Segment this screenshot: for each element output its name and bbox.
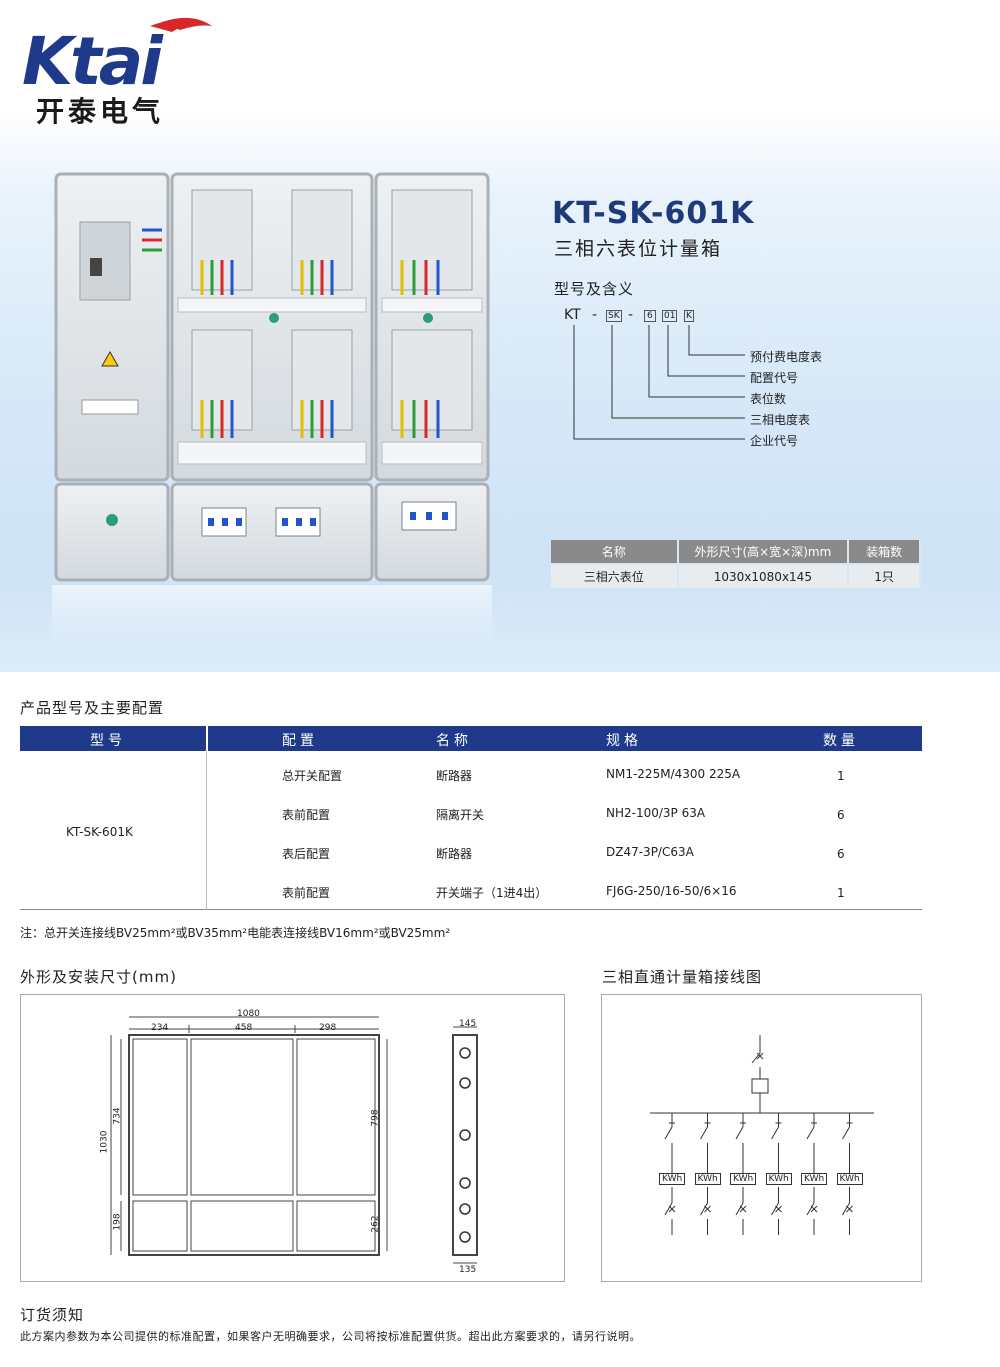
kwh-meter-label: KWh — [836, 1173, 863, 1185]
meaning-config-code: 配置代号 — [750, 371, 799, 385]
kwh-meter-label: KWh — [765, 1173, 792, 1185]
meaning-company-code: 企业代号 — [750, 434, 799, 448]
ktai-logo: Ktai — [22, 17, 212, 100]
dim-depth-bottom: 135 — [459, 1265, 477, 1275]
row4-spec: FJ6G-250/16-50/6×16 — [606, 884, 737, 898]
spec-header-name: 名称 — [551, 540, 679, 564]
dim-width-total: 1080 — [237, 1009, 260, 1019]
wiring-note: 注：总开关连接线BV25mm²或BV35mm²电能表连接线BV16mm²或BV2… — [20, 926, 451, 940]
header-spec: 规格 — [606, 733, 642, 749]
dim-w2: 458 — [235, 1023, 253, 1033]
spec-summary-table: 名称 外形尺寸(高×宽×深)mm 装箱数 三相六表位 1030x1080x145… — [551, 540, 921, 588]
config-model-cell: KT-SK-601K — [66, 825, 133, 839]
config-table: 型号 配置 名称 规格 数量 KT-SK-601K 总开关配置 断路器 NM1-… — [20, 726, 922, 910]
kwh-meter-label: KWh — [730, 1173, 757, 1185]
code-leader-lines — [573, 325, 745, 440]
dimension-drawing — [110, 1016, 478, 1264]
product-subtitle: 三相六表位计量箱 — [554, 238, 723, 260]
row3-config: 表后配置 — [282, 847, 331, 861]
order-notice-text: 此方案内参数为本公司提供的标准配置，如果客户无明确要求，公司将按标准配置供货。超… — [20, 1330, 641, 1343]
row4-config: 表前配置 — [282, 886, 331, 900]
dim-w3: 298 — [319, 1023, 337, 1033]
code-box-01: 01 — [662, 310, 678, 322]
dim-h-upper-right: 798 — [370, 1109, 381, 1127]
dim-w1: 234 — [151, 1023, 169, 1033]
brand-name-cn: 开泰电气 — [36, 95, 165, 128]
spec-header-size: 外形尺寸(高×宽×深)mm — [677, 540, 850, 564]
dim-height-total: 1030 — [99, 1130, 110, 1154]
dim-h-upper-left: 734 — [112, 1107, 123, 1125]
spec-cell-name: 三相六表位 — [551, 563, 679, 588]
row2-name: 隔离开关 — [436, 808, 485, 822]
wiring-title: 三相直通计量箱接线图 — [602, 968, 763, 986]
row2-config: 表前配置 — [282, 808, 331, 822]
header-config: 配置 — [282, 733, 318, 749]
model-meaning-heading: 型号及含义 — [554, 280, 635, 298]
kwh-meter-label: KWh — [659, 1173, 686, 1185]
spec-header-qty: 装箱数 — [848, 540, 921, 564]
config-section-title: 产品型号及主要配置 — [20, 699, 165, 717]
row3-spec: DZ47-3P/C63A — [606, 845, 694, 859]
dimension-drawing-panel: 1080 234 458 298 1030 734 198 798 262 14… — [20, 994, 565, 1282]
row1-spec: NM1-225M/4300 225A — [606, 767, 741, 781]
row4-name: 开关端子（1进4出） — [436, 886, 548, 900]
dimensions-title: 外形及安装尺寸(mm) — [20, 968, 177, 986]
code-dash: - — [628, 307, 634, 323]
code-box-k: K — [684, 310, 694, 322]
kwh-meter-label: KWh — [694, 1173, 721, 1185]
row4-qty: 1 — [837, 886, 845, 900]
code-box-6: 6 — [644, 310, 656, 322]
wiring-diagram — [650, 1035, 874, 1235]
wiring-diagram-panel: KWh KWh KWh KWh KWh KWh — [601, 994, 922, 1282]
dim-depth-top: 145 — [459, 1019, 477, 1029]
header-model: 型号 — [90, 733, 126, 749]
product-photo — [54, 172, 490, 582]
row3-qty: 6 — [837, 847, 845, 861]
product-reflection — [52, 585, 492, 645]
row3-name: 断路器 — [436, 847, 473, 861]
spec-cell-size: 1030x1080x145 — [677, 563, 850, 588]
row2-qty: 6 — [837, 808, 845, 822]
row1-config: 总开关配置 — [282, 769, 343, 783]
svg-text:Ktai: Ktai — [22, 23, 164, 100]
header-name: 名称 — [436, 733, 472, 749]
product-model-title: KT-SK-601K — [552, 196, 755, 231]
config-table-body: KT-SK-601K 总开关配置 断路器 NM1-225M/4300 225A … — [20, 751, 922, 910]
order-notice-title: 订货须知 — [20, 1306, 85, 1324]
spec-cell-qty: 1只 — [848, 563, 921, 588]
code-prefix: KT — [564, 307, 581, 323]
code-dash: - — [592, 307, 598, 323]
meaning-meter-count: 表位数 — [750, 392, 787, 406]
kwh-meter-label: KWh — [801, 1173, 828, 1185]
dim-h-lower-right: 262 — [370, 1215, 381, 1233]
config-table-header: 型号 配置 名称 规格 数量 — [20, 726, 922, 751]
header-qty: 数量 — [823, 733, 859, 749]
row1-qty: 1 — [837, 769, 845, 783]
model-code-diagram: KT - SK - 6 01 K 预付费电度表 配置代号 表位数 三相电度表 企… — [560, 305, 860, 455]
row1-name: 断路器 — [436, 769, 473, 783]
meaning-prepaid-meter: 预付费电度表 — [750, 350, 823, 364]
dim-h-lower-left: 198 — [112, 1213, 123, 1231]
meaning-three-phase: 三相电度表 — [750, 413, 811, 427]
code-box-sk: SK — [606, 310, 622, 322]
row2-spec: NH2-100/3P 63A — [606, 806, 706, 820]
